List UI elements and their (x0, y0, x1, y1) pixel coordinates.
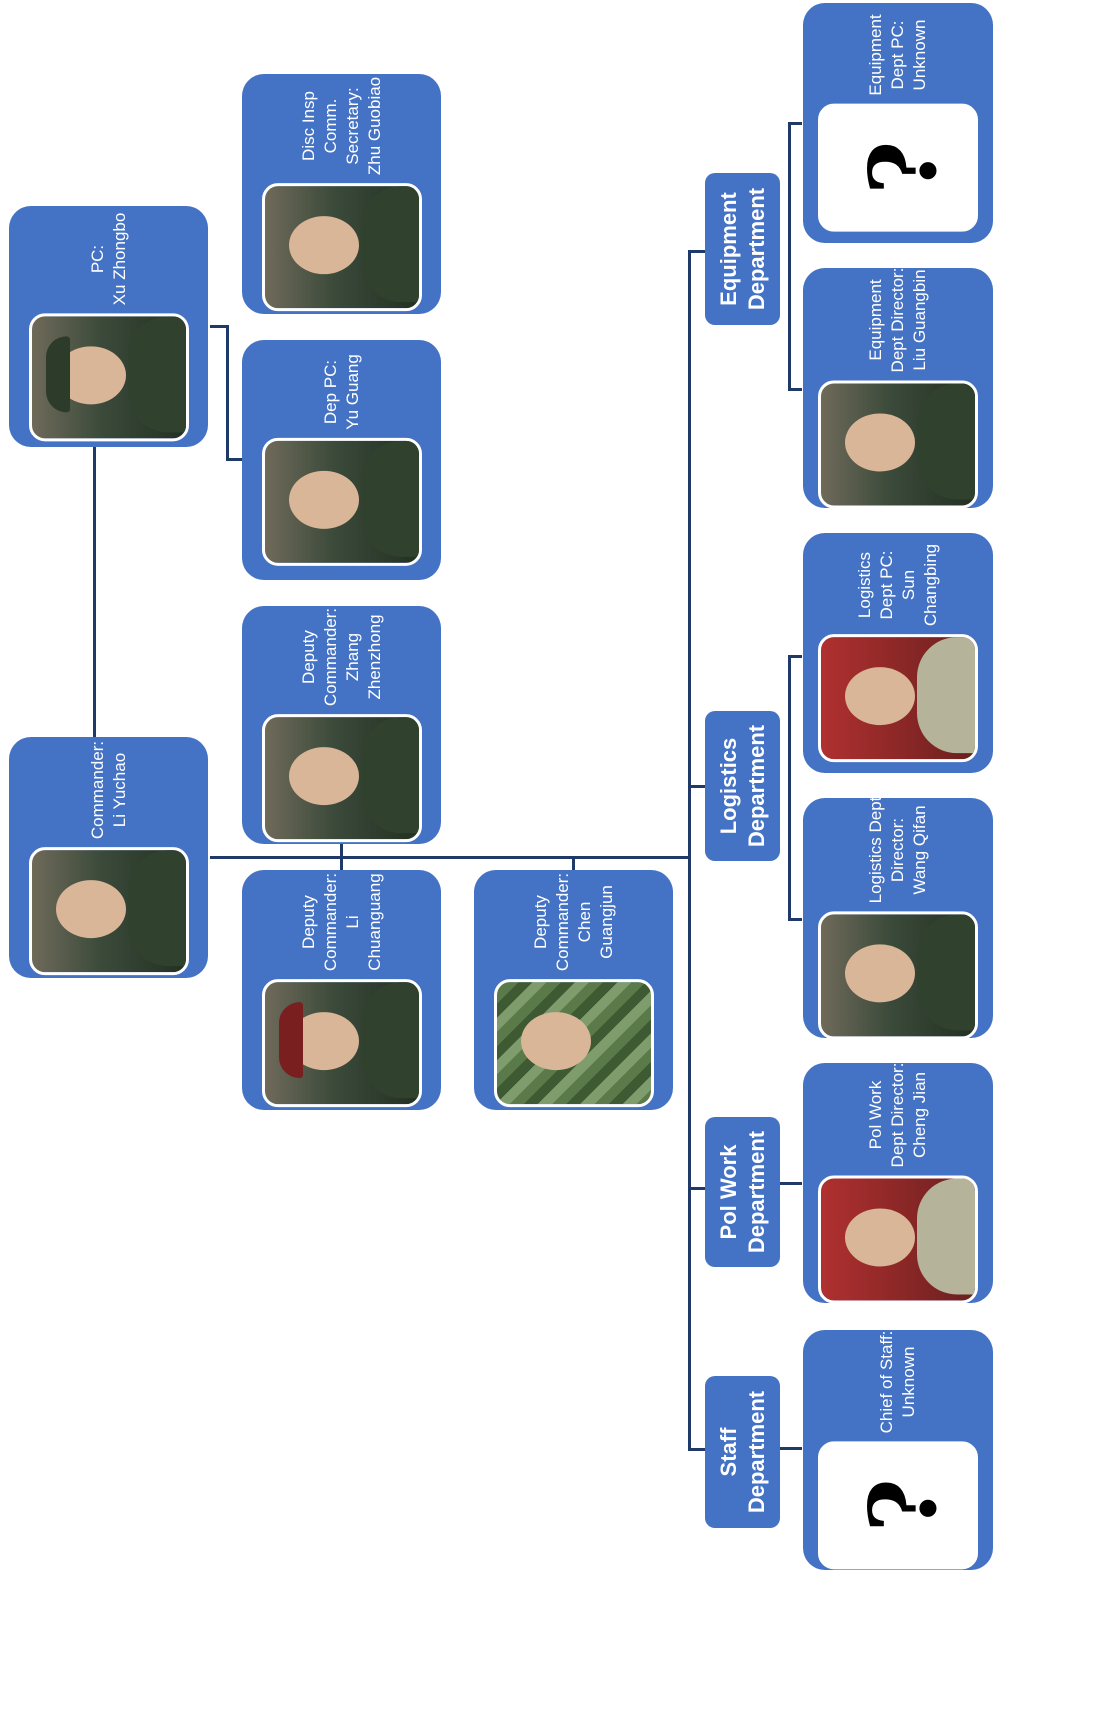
equip-dir-photo (818, 380, 978, 508)
deputy-zhang-photo (261, 714, 422, 843)
log-dir-photo (818, 911, 978, 1038)
card-chief-staff-content: ? Chief of Staff:Unknown (818, 1331, 978, 1570)
equip-pc-photo: ? (818, 103, 978, 232)
chief-staff-photo: ? (818, 1441, 978, 1570)
question-mark-icon: ? (849, 1478, 957, 1533)
connector-pc-bracket (210, 325, 228, 328)
connector-pc-bracket-bottom (226, 458, 242, 461)
dep-pc-photo (261, 437, 422, 566)
disc-insp-photo (261, 183, 422, 312)
deputy-chen-photo (493, 979, 654, 1108)
connector-logistics-bracket-bottom (788, 918, 802, 921)
connector-main-horizontal (210, 856, 690, 859)
card-dep-pc[interactable]: Dep PC:Yu Guang (242, 340, 441, 580)
connector-commander-pc (93, 445, 96, 740)
pc-label: PC:Xu Zhongbo (87, 212, 129, 305)
dep-pc-label: Dep PC:Yu Guang (320, 354, 362, 430)
connector-pol-work-dept (688, 1187, 706, 1190)
connector-staff-dept (688, 1448, 706, 1451)
connector-dept-trunk (688, 250, 691, 1450)
connector-deputy-chen (572, 856, 575, 870)
pol-work-dir-photo (818, 1175, 978, 1303)
card-pc[interactable]: PC:Xu Zhongbo (9, 206, 208, 447)
card-dep-pc-content: Dep PC:Yu Guang (261, 354, 422, 566)
connector-equipment-dept (688, 250, 706, 253)
connector-logistics-bracket (788, 655, 791, 920)
pc-photo (28, 312, 189, 441)
card-commander-content: Commander:Li Yuchao (28, 740, 189, 975)
connector-equipment-bracket-bottom (788, 388, 802, 391)
connector-staff-tick (780, 1447, 802, 1450)
connector-equipment-bracket (788, 122, 791, 390)
connector-pol-work-tick (780, 1182, 802, 1185)
card-commander[interactable]: Commander:Li Yuchao (9, 737, 208, 978)
connector-logistics-dept (688, 785, 706, 788)
question-mark-icon: ? (849, 140, 957, 195)
deputy-li-photo (261, 979, 422, 1108)
commander-label: Commander:Li Yuchao (87, 740, 129, 839)
card-chief-staff[interactable]: ? Chief of Staff:Unknown (803, 1330, 993, 1570)
connector-pc-bracket-vertical (226, 325, 229, 460)
chief-staff-label: Chief of Staff:Unknown (877, 1330, 918, 1434)
connector-equipment-bracket-top (788, 122, 802, 125)
log-pc-photo (818, 634, 978, 763)
connector-deputy-zhang (340, 842, 343, 870)
commander-photo (28, 846, 189, 975)
connector-logistics-bracket-top (788, 655, 802, 658)
card-pc-content: PC:Xu Zhongbo (28, 212, 189, 441)
